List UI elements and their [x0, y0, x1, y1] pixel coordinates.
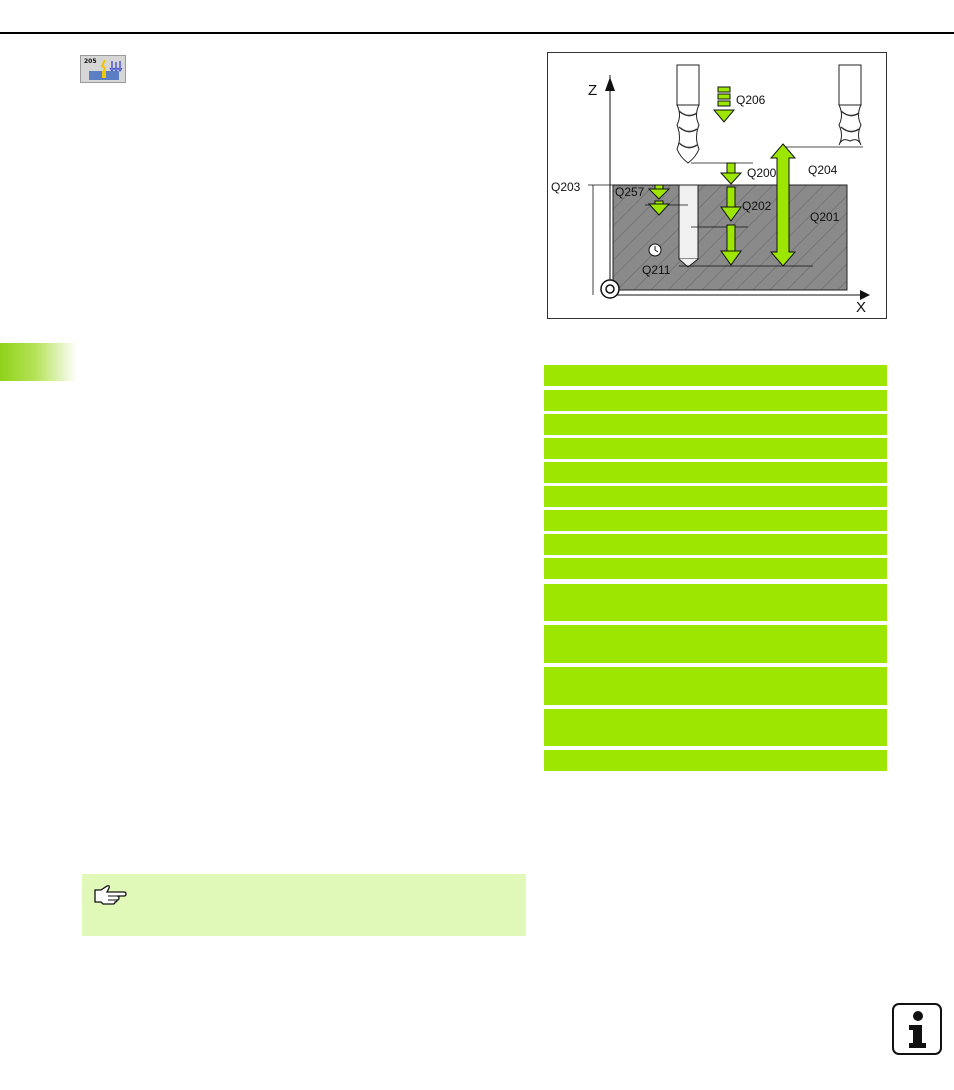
parameter-bar	[544, 438, 887, 459]
label-q200: Q200	[747, 166, 777, 180]
parameter-bar	[544, 534, 887, 555]
parameter-bar	[544, 486, 887, 507]
parameter-bar	[544, 365, 887, 386]
milling-tool-right	[838, 64, 862, 146]
dimension-lines	[588, 146, 863, 295]
info-icon	[892, 1003, 942, 1055]
figure-svg: Z X Q206 Q200 Q204 Q203 Q257 Q202 Q201 Q…	[551, 64, 870, 316]
x-axis-label: X	[856, 299, 866, 316]
note-box	[82, 874, 526, 936]
parameter-bar	[544, 390, 887, 411]
chapter-tab	[0, 343, 77, 381]
x-axis-arrow	[860, 290, 870, 300]
parameter-bar	[544, 667, 887, 705]
parameter-bar	[544, 584, 887, 621]
cycle-205-icon: 205	[80, 55, 126, 83]
label-q206: Q206	[736, 93, 766, 107]
bore-hole	[678, 184, 699, 260]
figure-labels: Z X Q206 Q200 Q204 Q203 Q257 Q202 Q201 Q…	[551, 82, 866, 316]
label-q211: Q211	[642, 263, 671, 277]
label-q204: Q204	[808, 163, 838, 177]
milling-tool-left	[676, 64, 700, 164]
z-axis-arrow	[605, 77, 615, 91]
label-q203: Q203	[551, 180, 581, 194]
parameter-bar	[544, 750, 887, 771]
parameter-bar	[544, 510, 887, 531]
parameter-bar	[544, 462, 887, 483]
green-arrows	[647, 86, 797, 267]
parameter-bar	[544, 709, 887, 746]
parameter-bar	[544, 414, 887, 435]
z-axis-label: Z	[588, 82, 597, 99]
pointing-hand-icon	[94, 885, 127, 905]
cycle-number: 205	[84, 58, 97, 65]
label-q201: Q201	[810, 210, 840, 224]
top-rule	[0, 32, 954, 34]
parameter-bar	[544, 625, 887, 663]
info-glyph	[909, 1011, 926, 1048]
label-q202: Q202	[742, 199, 772, 213]
label-q257: Q257	[615, 185, 645, 199]
parameter-bar	[544, 558, 887, 579]
drilling-cycle-figure: Z X Q206 Q200 Q204 Q203 Q257 Q202 Q201 Q…	[547, 52, 887, 319]
cycle-icon-graphic	[89, 59, 123, 80]
